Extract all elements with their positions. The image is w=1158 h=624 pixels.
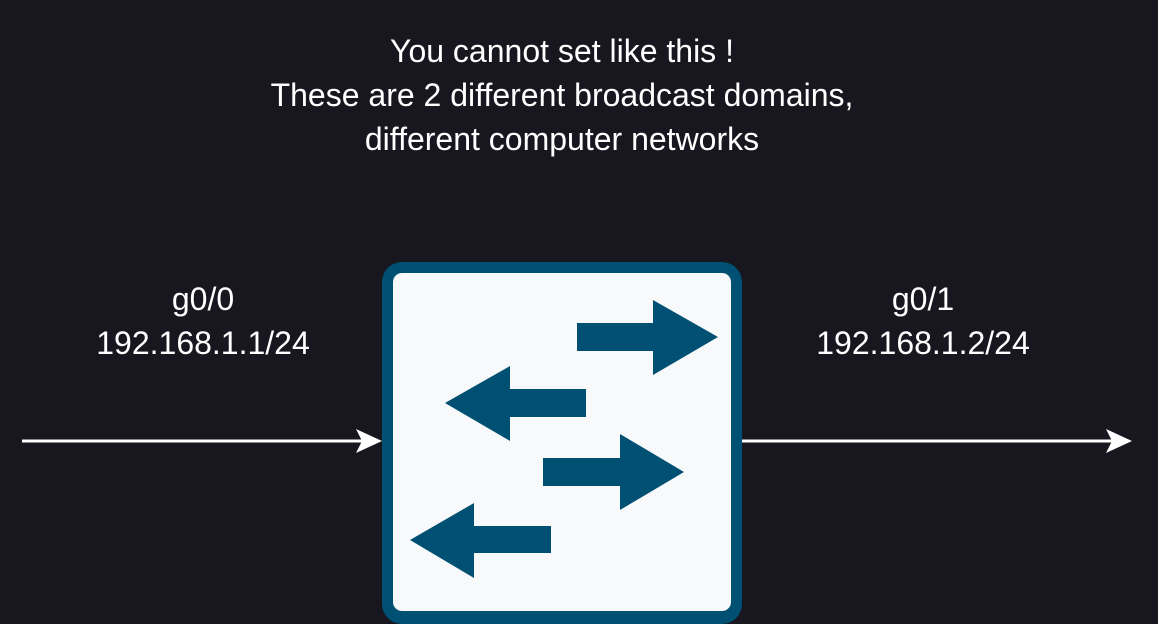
interface-address-left: 192.168.1.1/24 [96,325,310,361]
interface-label-left: g0/0 192.168.1.1/24 [53,277,353,365]
left-arrow-icon [410,503,551,578]
link-right-arrow[interactable] [742,429,1132,453]
switch-icon[interactable] [382,262,742,624]
note-line-3: different computer networks [364,121,760,157]
note-line-2: These are 2 different broadcast domains, [270,77,854,113]
left-arrow-icon [445,366,586,441]
right-arrow-icon [543,434,684,510]
note-line-1: You cannot set like this ! [390,33,734,69]
right-arrow-icon [577,300,718,375]
interface-address-right: 192.168.1.2/24 [816,325,1030,361]
interface-name-left: g0/0 [171,281,235,317]
interface-label-right: g0/1 192.168.1.2/24 [773,277,1073,365]
annotation-note: You cannot set like this ! These are 2 d… [180,29,944,161]
interface-name-right: g0/1 [891,281,955,317]
link-left-arrow[interactable] [22,429,382,453]
